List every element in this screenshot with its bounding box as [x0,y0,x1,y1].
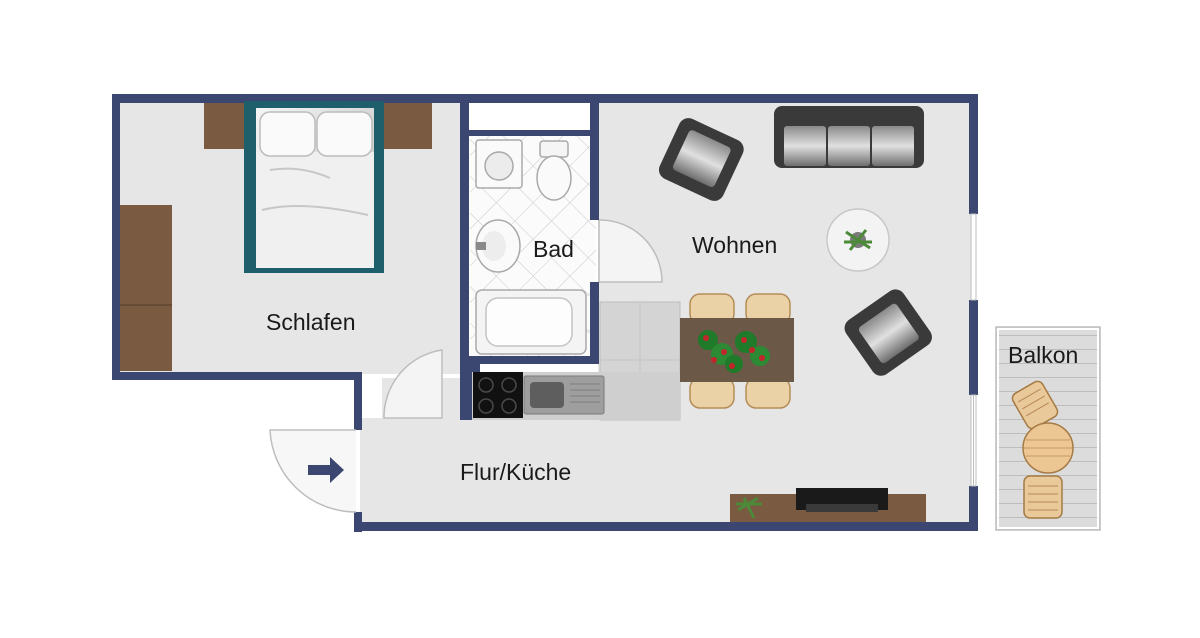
windows [970,213,977,487]
kitchen-sink [523,375,605,415]
wardrobe [120,205,172,371]
living-furniture [658,106,932,522]
bathroom-fixtures [475,139,587,355]
sofa [774,106,924,168]
arrow-right-icon [308,457,344,483]
room-label-wohnen: Wohnen [692,232,777,258]
sink [475,219,521,273]
armchair-right [844,289,932,376]
kitchen [472,301,681,421]
armchair-top [658,118,744,201]
tv-sideboard [730,488,926,522]
coffee-table [826,208,890,272]
bathtub [475,289,587,355]
dining-set [680,293,794,409]
room-labels: Schlafen Bad Wohnen Flur/Küche Balkon [266,232,1078,485]
chair [689,293,791,409]
room-label-flur-kueche: Flur/Küche [460,459,571,485]
toilet [536,140,572,201]
room-label-schlafen: Schlafen [266,309,356,335]
bedroom-furniture [120,101,432,371]
double-bed [244,101,384,273]
balcony-chair-top [1011,380,1059,430]
room-label-bad: Bad [533,236,574,262]
cooktop [473,372,523,418]
balcony-chair-bottom [1023,475,1063,519]
nightstand-left [204,103,250,149]
room-label-balkon: Balkon [1008,342,1078,368]
balcony [995,326,1101,531]
walls [112,94,978,532]
nightstand-right [382,103,432,149]
washing-machine [475,139,523,189]
table-plants [698,330,770,373]
